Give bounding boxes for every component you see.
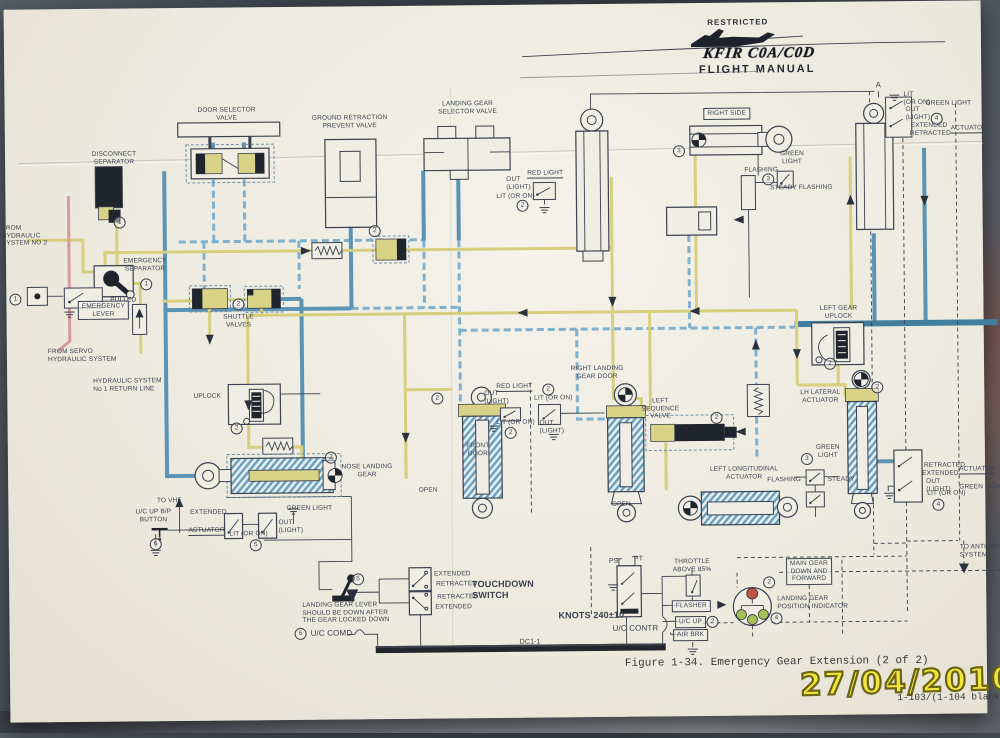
gear-up-lock-switch-box: [884, 94, 913, 138]
left-longitudinal-actuator: [677, 490, 799, 526]
nose-landing-gear-actuator: [194, 452, 343, 499]
flashing-steady-switches-right: [805, 469, 825, 508]
flow-arrows: [135, 194, 969, 609]
landing-gear-selector-valve: [423, 125, 511, 180]
center-gear-cylinder: [575, 108, 610, 262]
disconnect-separator: [94, 166, 124, 223]
ground-bar: [375, 643, 666, 654]
return-lines-dashed-blue: [178, 168, 795, 458]
manual-type-label: FLIGHT MANUAL: [698, 62, 816, 77]
right-landing-gear-door-actuator: [606, 383, 646, 523]
door-selector-valve: [177, 121, 281, 184]
header-rule: [520, 41, 945, 79]
aircraft-type-logo: KFIR C0A/C0D: [702, 44, 816, 63]
restrictor-valve: [311, 241, 343, 260]
restrictor-valve-right: [746, 383, 771, 418]
right-main-cylinder: [689, 124, 793, 156]
shuttle-valves: [188, 235, 410, 313]
flashing-steady-switch-top: [776, 170, 794, 188]
lh-lateral-actuator: [844, 369, 879, 520]
right-gear-cylinder: [855, 102, 895, 231]
nose-uplock: [227, 383, 282, 426]
red-light-switch-top: [532, 181, 556, 214]
left-gear-uplock: [811, 321, 865, 366]
airspeed-switch: [607, 565, 643, 618]
emergency-separator-and-lever: [93, 264, 148, 335]
page-reference: 1-103/(1-104 blank: [897, 691, 1000, 704]
right-sequence-valve-box: [665, 174, 757, 236]
touchdown-switch-contacts: [408, 567, 433, 616]
landing-gear-position-indicator: [732, 586, 772, 627]
emergency-pressure-lines-yellow: [26, 153, 854, 491]
aircraft-silhouette-icon: [690, 28, 803, 48]
electrical-wires: [47, 90, 895, 648]
restrictor-valve-nose: [262, 437, 294, 455]
front-door-actuator: [458, 386, 506, 519]
door-light-switches: [488, 403, 562, 441]
nose-light-switches: [223, 508, 299, 540]
left-port-and-switch: [26, 286, 103, 318]
left-sequence-valve: [645, 414, 737, 452]
uc-up-button: [150, 527, 168, 557]
restricted-banner: RESTRICTED: [707, 17, 769, 27]
gear-position-switch-box-right: [883, 449, 923, 503]
ground-retraction-prevent-valve: [324, 138, 378, 229]
servo-line-red: [56, 196, 72, 353]
throttle-switch: [685, 574, 701, 597]
